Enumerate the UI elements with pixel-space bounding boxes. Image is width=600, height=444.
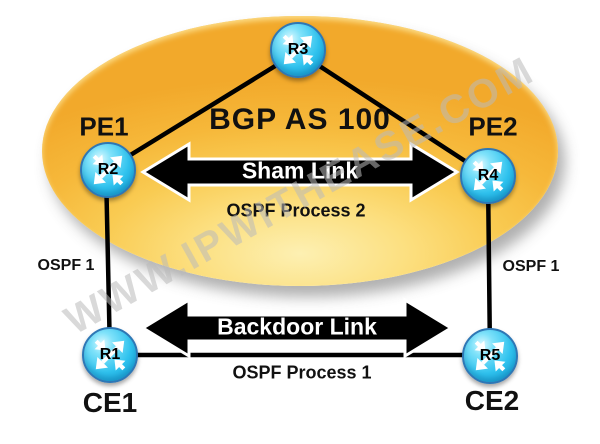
link-r3-r2 <box>103 49 301 173</box>
ospf1-left-label: OSPF 1 <box>37 257 95 274</box>
backdoor-link-arrow <box>140 297 454 359</box>
ospf-process2-label: OSPF Process 2 <box>226 200 366 221</box>
router-icon <box>94 339 126 371</box>
backdoor-link-label: Backdoor Link <box>217 313 377 340</box>
ospf1-right-label: OSPF 1 <box>502 258 560 275</box>
sham-link-arrow <box>140 141 460 203</box>
ce1-label: CE1 <box>82 387 138 418</box>
router-icon <box>282 34 314 66</box>
router-id: R1 <box>99 346 121 363</box>
router-id: R3 <box>287 41 309 58</box>
router-r1: R1 <box>82 327 138 383</box>
router-r3: R3 <box>270 22 326 78</box>
router-id: R4 <box>477 167 499 184</box>
sham-link-label: Sham Link <box>241 157 359 184</box>
router-r4: R4 <box>460 148 516 204</box>
router-r2: R2 <box>80 142 136 198</box>
ce2-label: CE2 <box>464 385 520 416</box>
router-icon <box>92 154 124 186</box>
bgp-as-label: BGP AS 100 <box>209 103 391 136</box>
ospf-process1-label: OSPF Process 1 <box>232 362 372 383</box>
router-id: R2 <box>97 161 119 178</box>
link-r4-r5 <box>485 173 493 358</box>
router-icon <box>472 160 504 192</box>
pe2-label: PE2 <box>468 111 518 142</box>
pe1-label: PE1 <box>79 111 129 142</box>
link-r3-r4 <box>295 49 491 179</box>
link-r2-r1 <box>103 167 113 358</box>
router-r5: R5 <box>462 328 518 384</box>
router-id: R5 <box>479 347 501 364</box>
router-icon <box>474 340 506 372</box>
